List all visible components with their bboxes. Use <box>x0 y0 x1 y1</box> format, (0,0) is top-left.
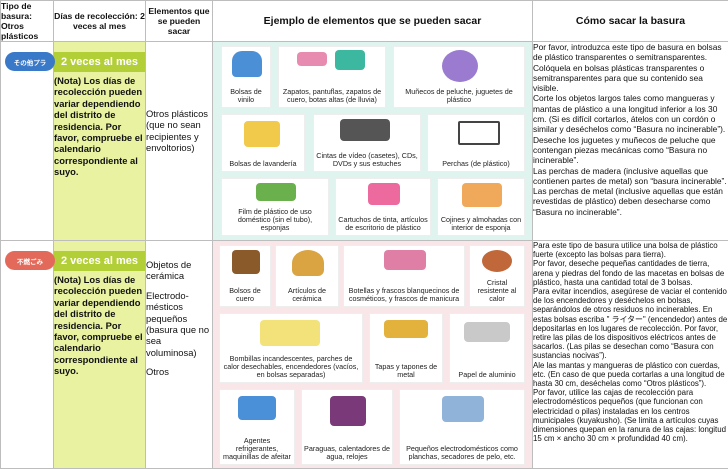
instructions-cell-plastic: Por favor, introduzca este tipo de basur… <box>533 42 728 241</box>
example-caption: Zapatos, pantuflas, zapatos de cuero, bo… <box>281 88 383 104</box>
example-caption: Cristal resistente al calor <box>472 279 522 303</box>
ink-cartridge-icon <box>368 183 400 205</box>
cassette-icon <box>340 119 390 141</box>
example-caption: Bolsos de cuero <box>222 287 268 303</box>
item-label: Otros plásticos (que no sean recipientes… <box>146 108 212 154</box>
header-instructions: Cómo sacar la basura <box>533 1 728 42</box>
schedule-frequency: 2 veces al mes <box>54 251 145 271</box>
instruction-text: Deseche los juguetes y muñecos de peluch… <box>533 135 728 166</box>
instruction-text: Para evitar incendios, asegúrese de vaci… <box>533 287 728 361</box>
example-caption: Film de plástico de uso doméstico (sin e… <box>224 208 326 232</box>
example-tile: Paraguas, calentadores de agua, relojes <box>301 389 393 465</box>
example-tile: Perchas (de plástico) <box>427 114 525 172</box>
examples-grid-plastic: Bolsas de vinilo Zapatos, pantuflas, zap… <box>213 42 533 241</box>
schedule-note: (Nota) Los días de recolección pueden va… <box>54 274 145 377</box>
example-caption: Muñecos de peluche, juguetes de plástico <box>396 88 522 104</box>
iron-icon <box>442 396 484 422</box>
example-caption: Papel de aluminio <box>452 371 522 379</box>
example-caption: Bolsas de vinilo <box>224 88 268 104</box>
example-tile: Artículos de cerámica <box>275 245 339 307</box>
header-items: Elementos que se pueden sacar <box>146 1 213 42</box>
item-label: Objetos de cerámica <box>146 259 212 282</box>
cushion-icon <box>462 183 502 207</box>
instruction-text: Corte los objetos largos tales como mang… <box>533 93 728 134</box>
instruction-text: Colóquela en bolsas plásticas transparen… <box>533 63 728 94</box>
example-caption: Perchas (de plástico) <box>430 160 522 168</box>
example-tile: Zapatos, pantuflas, zapatos de cuero, bo… <box>278 46 386 108</box>
example-tile: Agentes refrigerantes, maquinillas de af… <box>219 389 295 465</box>
shoes-icon <box>297 52 327 66</box>
example-caption: Agentes refrigerantes, maquinillas de af… <box>222 437 292 461</box>
umbrella-icon <box>330 396 366 426</box>
items-cell-plastic: Otros plásticos (que no sean recipientes… <box>146 42 213 241</box>
example-tile: Tapas y tapones de metal <box>369 313 443 383</box>
plush-toy-icon <box>442 50 478 82</box>
type-cell-nonburnable: 不燃ごみ <box>1 241 54 469</box>
instruction-text: Las perchas de madera (inclusive aquella… <box>533 166 728 217</box>
example-caption: Bolsas de lavandería <box>224 160 302 168</box>
glass-pot-icon <box>482 250 512 272</box>
item-label: Otros <box>146 366 212 377</box>
example-tile: Muñecos de peluche, juguetes de plástico <box>393 46 525 108</box>
instruction-text: Por favor, utilice las cajas de recolecc… <box>533 388 728 443</box>
example-tile: Bolsas de lavandería <box>221 114 305 172</box>
instruction-text: Por favor, introduzca este tipo de basur… <box>533 42 728 63</box>
kitchen-film-icon <box>256 183 296 201</box>
example-caption: Cintas de vídeo (casetes), CDs, DVDs y s… <box>316 152 418 168</box>
schedule-note: (Nota) Los días de recolección pueden va… <box>54 75 145 178</box>
schedule-frequency: 2 veces al mes <box>54 52 145 72</box>
instructions-cell-nonburnable: Para este tipo de basura utilice una bol… <box>533 241 728 469</box>
ceramic-pot-icon <box>292 250 324 276</box>
example-tile: Cintas de vídeo (casetes), CDs, DVDs y s… <box>313 114 421 172</box>
examples-grid-nonburnable: Bolsos de cuero Artículos de cerámica Bo… <box>213 241 533 469</box>
example-tile: Botellas y frascos blanquecinos de cosmé… <box>343 245 465 307</box>
type-cell-plastic: その他プラ <box>1 42 54 241</box>
aluminum-foil-icon <box>464 322 510 342</box>
header-days: Días de recolección: 2 veces al mes <box>54 1 146 42</box>
lightbulb-icon <box>260 320 320 346</box>
schedule-cell-plastic: 2 veces al mes (Nota) Los días de recole… <box>54 42 146 241</box>
example-tile: Bolsos de cuero <box>219 245 271 307</box>
example-caption: Tapas y tapones de metal <box>372 363 440 379</box>
example-caption: Cojines y almohadas con interior de espo… <box>440 216 522 232</box>
example-tile: Cristal resistente al calor <box>469 245 525 307</box>
schedule-cell-nonburnable: 2 veces al mes (Nota) Los días de recole… <box>54 241 146 469</box>
metal-caps-icon <box>384 320 428 338</box>
hanger-icon <box>458 121 500 145</box>
example-caption: Botellas y frascos blanquecinos de cosmé… <box>346 287 462 303</box>
header-type: Tipo de basura: Otros plásticos <box>1 1 54 42</box>
example-caption: Bombillas incandescentes, parches de cal… <box>222 355 360 379</box>
example-tile: Bolsas de vinilo <box>221 46 271 108</box>
example-tile: Cojines y almohadas con interior de espo… <box>437 178 525 236</box>
cosmetic-bottles-icon <box>384 250 426 270</box>
example-tile: Cartuchos de tinta, artículos de escrito… <box>335 178 431 236</box>
example-tile: Film de plástico de uso doméstico (sin e… <box>221 178 329 236</box>
example-caption: Artículos de cerámica <box>278 287 336 303</box>
instruction-text: Ale las mantas y mangueras de plástico c… <box>533 361 728 389</box>
laundry-bag-icon <box>244 121 280 147</box>
nonburnable-badge: 不燃ごみ <box>5 251 55 270</box>
example-tile: Papel de aluminio <box>449 313 525 383</box>
plastic-bag-icon <box>232 51 262 77</box>
example-tile: Pequeños electrodomésticos como planchas… <box>399 389 525 465</box>
example-caption: Pequeños electrodomésticos como planchas… <box>402 445 522 461</box>
example-caption: Cartuchos de tinta, artículos de escrito… <box>338 216 428 232</box>
instruction-text: Por favor, deseche pequeñas cantidades d… <box>533 259 728 287</box>
leather-bag-icon <box>232 250 260 274</box>
plastic-badge: その他プラ <box>5 52 55 71</box>
instruction-text: Para este tipo de basura utilice una bol… <box>533 241 728 259</box>
items-cell-nonburnable: Objetos de cerámica Electrodo-mésticos p… <box>146 241 213 469</box>
header-examples: Ejemplo de elementos que se pueden sacar <box>213 1 533 42</box>
razor-icon <box>238 396 276 420</box>
example-caption: Paraguas, calentadores de agua, relojes <box>304 445 390 461</box>
example-tile: Bombillas incandescentes, parches de cal… <box>219 313 363 383</box>
boots-icon <box>335 50 365 70</box>
item-label: Electrodo-mésticos pequeños (basura que … <box>146 290 212 358</box>
